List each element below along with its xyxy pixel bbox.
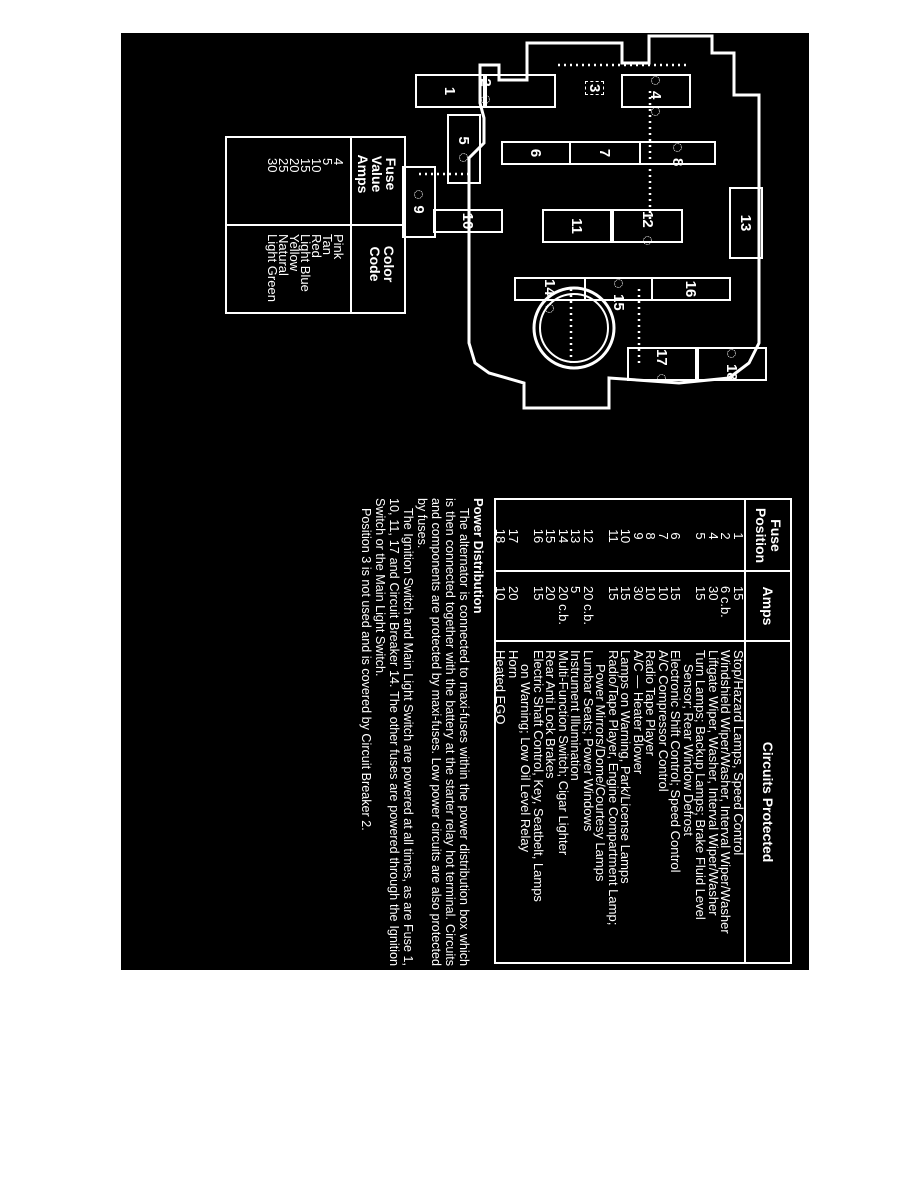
paragraph: The Ignition Switch and Main Light Switc… — [373, 498, 415, 966]
section-title: Power Distribution — [471, 498, 486, 614]
amps-cell: 30 — [631, 586, 646, 601]
amps-cell: 20 c.b. — [556, 586, 571, 626]
amps-cell: 10 — [656, 586, 671, 601]
position-cell: 1 — [731, 532, 746, 540]
amps-cell: 20 — [506, 586, 521, 601]
power-distribution-section: Power Distribution The alternator is con… — [359, 498, 486, 966]
amps-cell: 10 — [493, 586, 509, 601]
connector-lines — [419, 63, 686, 363]
position-cell — [682, 506, 695, 566]
circuit-cell: Multi-Function Switch; Cigar Lighter — [556, 650, 571, 856]
position-cell: 14 — [556, 528, 571, 544]
column-header-value: Fuse Value Amps — [355, 154, 399, 194]
circuit-cell: A/C — Heater Blower — [631, 650, 646, 775]
circuit-cell: Liftgate Wiper, Washer, Interval Wiper/W… — [706, 650, 721, 916]
amps-cell: 30 — [265, 158, 280, 173]
circuit-cell: Radio/Tape Player, Engine Compartment La… — [606, 650, 621, 926]
amps-cell: 15 — [731, 586, 746, 601]
column-header-amps: Amps — [760, 586, 777, 626]
position-cell: 16 — [531, 528, 546, 544]
amps-cell: 15 — [606, 586, 621, 601]
position-cell: 7 — [656, 532, 671, 540]
circuit-cell: on Warning; Low Oil Level Relay — [518, 664, 534, 853]
position-cell: 9 — [631, 532, 646, 540]
amps-cell: 30 — [706, 586, 721, 601]
fuse-box-outline — [467, 34, 761, 410]
circuit-cell: Heated EGO — [493, 650, 509, 725]
amps-cell — [682, 586, 695, 640]
rotated-content: 2 1 3 4 5 6 7 8 9 10 11 12 13 1 — [121, 33, 809, 970]
circuit-cell: Stop/Hazard Lamps, Speed Control — [731, 650, 746, 856]
position-cell: 11 — [606, 529, 621, 543]
position-cell: 5 — [693, 532, 709, 540]
position-cell: 18 — [493, 528, 509, 544]
circuit-cell: Horn — [506, 650, 521, 679]
table-column-rule — [227, 224, 404, 226]
column-header-position: Fuse Position — [753, 507, 784, 564]
color-cell: Light Green — [265, 234, 280, 302]
circuit-cell: A/C Compressor Control — [656, 650, 671, 792]
circuit-cell: Sensor; Rear Window Defrost — [681, 664, 696, 836]
fuse-diagram-panel: 2 1 3 4 5 6 7 8 9 10 11 12 13 1 — [121, 33, 809, 970]
paragraph: Position 3 is not used and is covered by… — [359, 508, 373, 831]
position-cell: 4 — [706, 532, 721, 540]
amps-cell: 20 c.b. — [581, 586, 596, 626]
position-cell: 17 — [506, 528, 521, 544]
column-header-color: Color Code — [367, 245, 397, 283]
position-cell: 12 — [581, 528, 596, 544]
amps-cell: 15 — [693, 586, 709, 601]
circuit-cell: Lumbar Seats; Power Windows — [581, 650, 596, 832]
circuit-cell: Electric Shaft Control, Key, Seatbelt, L… — [531, 650, 546, 902]
amps-cell: 15 — [531, 586, 546, 601]
paragraph: The alternator is connected to maxi-fuse… — [415, 498, 471, 966]
column-header-circuits: Circuits Protected — [760, 741, 777, 863]
